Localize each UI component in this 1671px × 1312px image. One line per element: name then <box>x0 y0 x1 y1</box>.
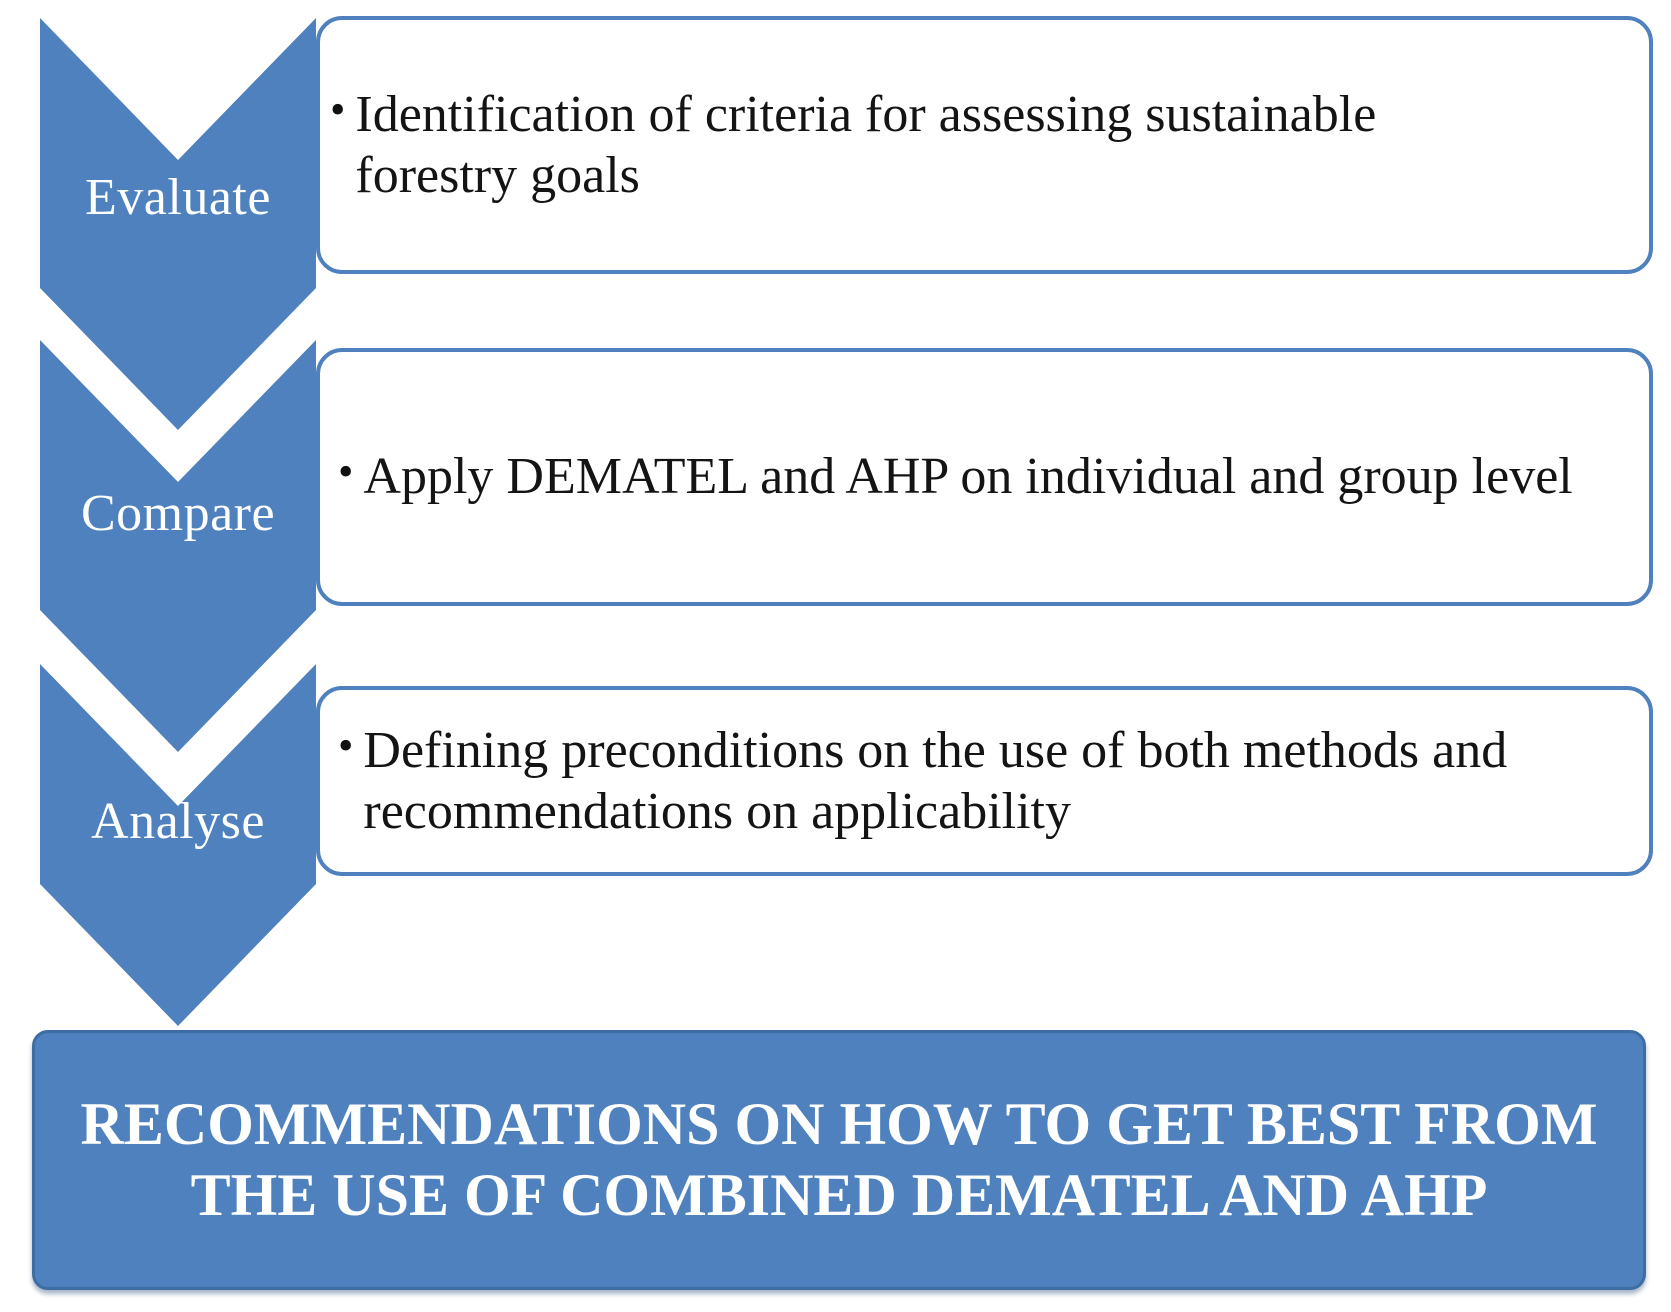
chevron-label-analyse: Analyse <box>91 793 265 850</box>
chevron-label-evaluate: Evaluate <box>85 169 271 226</box>
bullet-point-icon: • <box>330 84 346 134</box>
bullet-item: • Identification of criteria for assessi… <box>320 84 1554 207</box>
bullet-item: • Apply DEMATEL and AHP on individual an… <box>320 446 1597 507</box>
conclusion-banner-line-2: THE USE OF COMBINED DEMATEL AND AHP <box>190 1162 1488 1228</box>
content-text-analyse: Defining preconditions on the use of bot… <box>363 721 1508 840</box>
bullet-point-icon: • <box>338 447 354 497</box>
chevron-step-1 <box>40 18 316 430</box>
content-box-analyse: • Defining preconditions on the use of b… <box>316 686 1653 876</box>
content-text-compare: Apply DEMATEL and AHP on individual and … <box>363 448 1573 506</box>
bullet-point-icon: • <box>338 720 354 770</box>
chevron-shapes <box>40 18 316 1026</box>
conclusion-banner: RECOMMENDATIONS ON HOW TO GET BEST FROM … <box>32 1030 1646 1290</box>
chevron-step-2 <box>40 340 316 752</box>
content-box-evaluate: • Identification of criteria for assessi… <box>316 16 1653 274</box>
chevron-step-3 <box>40 664 316 1026</box>
chevron-label-compare: Compare <box>80 485 276 542</box>
process-chevron-stack: Evaluate Compare Analyse <box>0 0 340 1050</box>
conclusion-banner-line-1: RECOMMENDATIONS ON HOW TO GET BEST FROM <box>80 1091 1598 1158</box>
content-text-evaluate: Identification of criteria for assessing… <box>355 85 1377 204</box>
content-box-compare: • Apply DEMATEL and AHP on individual an… <box>316 348 1653 606</box>
bullet-item: • Defining preconditions on the use of b… <box>320 720 1537 843</box>
